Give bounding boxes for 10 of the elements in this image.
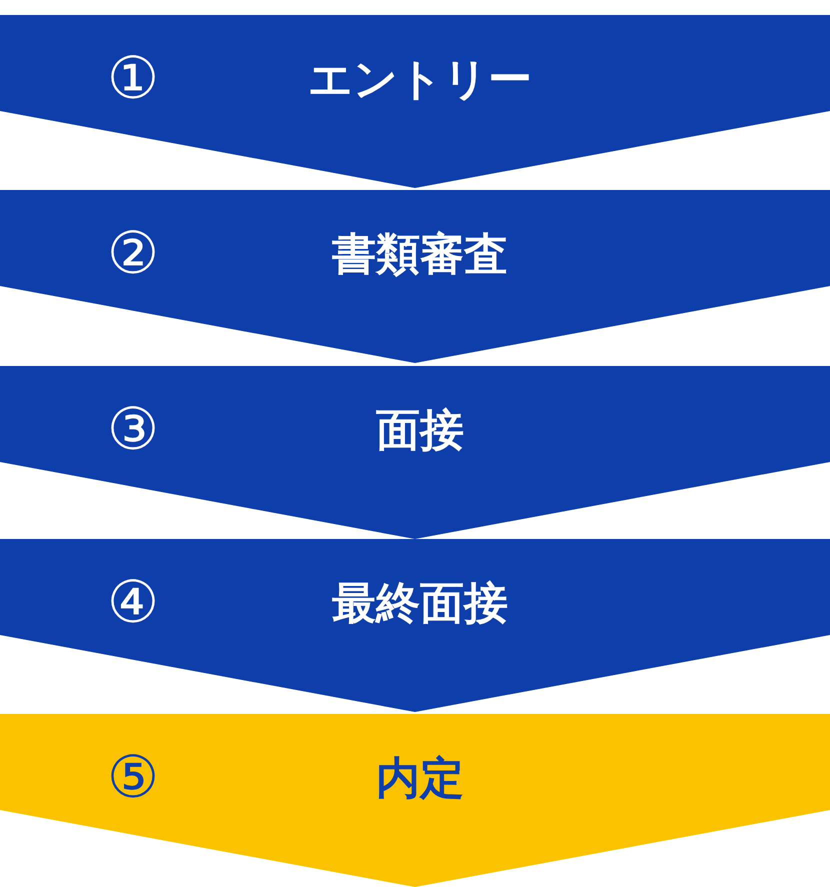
step-number: ① [106,43,160,113]
step-label: 書類審査 [331,228,509,282]
step-number: ③ [106,394,160,464]
step-label: 面接 [375,404,465,458]
step-number: ⑤ [106,742,160,812]
step-label: 内定 [375,752,465,806]
step-label: 最終面接 [331,577,509,631]
step-number: ② [106,218,160,288]
step-label: エントリー [307,53,533,107]
step-number: ④ [106,567,160,637]
